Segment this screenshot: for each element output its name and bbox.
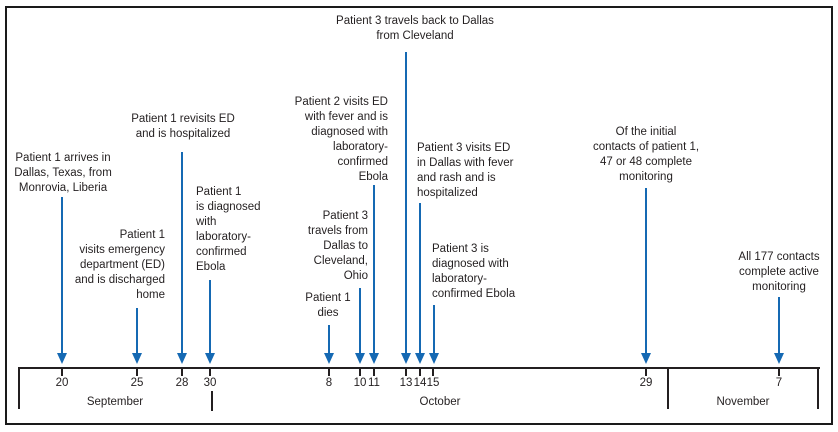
- event-arrow-shaft: [136, 308, 138, 354]
- event-arrow-shaft: [328, 325, 330, 354]
- axis-tick: [778, 369, 780, 376]
- event-annotation: Patient 3 travels from Dallas to Clevela…: [307, 210, 368, 282]
- axis-tick-label: 25: [130, 377, 144, 389]
- axis-baseline: [19, 367, 820, 369]
- event-arrow-shaft: [61, 197, 63, 354]
- arrow-down-icon: [369, 353, 379, 364]
- axis-tick-label: 14: [413, 377, 427, 389]
- event-annotation: Of the initial contacts of patient 1, 47…: [592, 126, 700, 183]
- axis-tick: [181, 369, 183, 376]
- event-arrow-shaft: [419, 203, 421, 354]
- axis-tick: [432, 369, 434, 376]
- event-annotation: Patient 1 arrives in Dallas, Texas, from…: [14, 152, 112, 194]
- arrow-down-icon: [774, 353, 784, 364]
- arrow-down-icon: [177, 353, 187, 364]
- event-annotation: Patient 3 visits ED in Dallas with fever…: [417, 142, 514, 199]
- axis-tick: [359, 369, 361, 376]
- axis-tick: [61, 369, 63, 376]
- month-separator: [18, 367, 20, 409]
- axis-tick: [328, 369, 330, 376]
- arrow-down-icon: [205, 353, 215, 364]
- axis-tick-label: 13: [399, 377, 413, 389]
- axis-tick-label: 28: [175, 377, 189, 389]
- month-label: November: [716, 396, 770, 408]
- event-arrow-shaft: [359, 288, 361, 354]
- axis-tick-label: 11: [368, 377, 380, 389]
- axis-tick: [405, 369, 407, 376]
- axis-tick-label: 15: [426, 377, 440, 389]
- event-arrow-shaft: [373, 185, 375, 354]
- arrow-down-icon: [415, 353, 425, 364]
- event-arrow-shaft: [645, 188, 647, 354]
- axis-tick-label: 20: [55, 377, 69, 389]
- month-separator: [211, 391, 213, 411]
- axis-tick-label: 30: [203, 377, 217, 389]
- arrow-down-icon: [324, 353, 334, 364]
- axis-tick: [373, 369, 375, 376]
- month-separator: [667, 367, 669, 409]
- event-annotation: Patient 3 travels back to Dallas from Cl…: [336, 15, 494, 42]
- event-annotation: Patient 3 is diagnosed with laboratory- …: [432, 243, 516, 300]
- arrow-down-icon: [401, 353, 411, 364]
- axis-tick-label: 8: [325, 377, 333, 389]
- arrow-down-icon: [641, 353, 651, 364]
- month-label: September: [86, 396, 144, 408]
- event-arrow-shaft: [405, 52, 407, 354]
- axis-tick: [419, 369, 421, 376]
- event-annotation: Patient 1 is diagnosed with laboratory- …: [196, 186, 261, 273]
- event-annotation: Patient 1 revisits ED and is hospitalize…: [131, 113, 235, 140]
- axis-tick: [136, 369, 138, 376]
- axis-tick-label: 10: [353, 377, 367, 389]
- event-annotation: All 177 contacts complete active monitor…: [738, 251, 820, 293]
- axis-tick-label: 7: [775, 377, 783, 389]
- axis-tick: [209, 369, 211, 376]
- event-annotation: Patient 1 dies: [305, 292, 351, 319]
- event-annotation: Patient 2 visits ED with fever and is di…: [294, 96, 388, 183]
- month-separator: [817, 367, 819, 409]
- event-arrow-shaft: [778, 297, 780, 354]
- arrow-down-icon: [132, 353, 142, 364]
- event-annotation: Patient 1 visits emergency department (E…: [74, 229, 165, 301]
- event-arrow-shaft: [181, 152, 183, 354]
- arrow-down-icon: [355, 353, 365, 364]
- arrow-down-icon: [429, 353, 439, 364]
- month-label: October: [419, 396, 461, 408]
- axis-tick-label: 29: [639, 377, 653, 389]
- event-arrow-shaft: [209, 280, 211, 354]
- axis-tick: [645, 369, 647, 376]
- event-arrow-shaft: [433, 305, 435, 354]
- arrow-down-icon: [57, 353, 67, 364]
